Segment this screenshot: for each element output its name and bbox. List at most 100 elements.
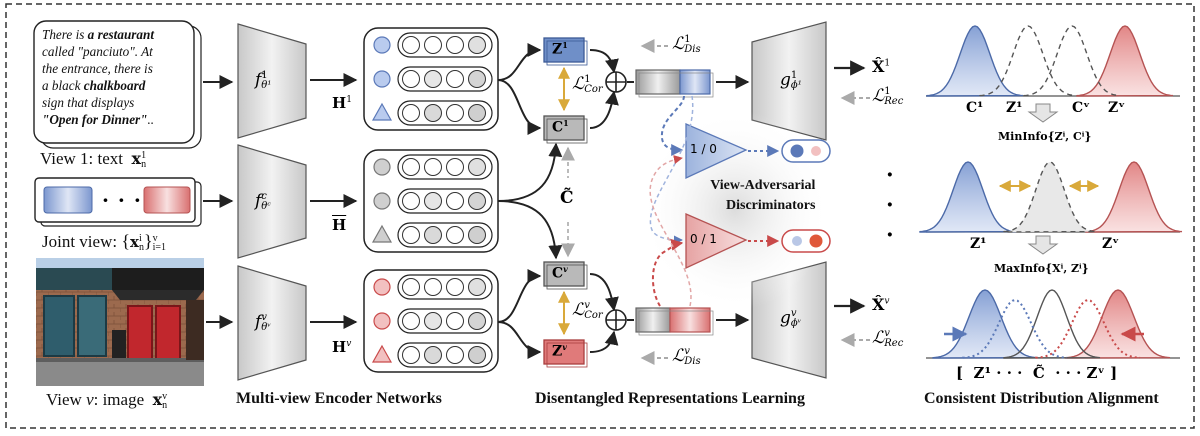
outer-frame — [5, 3, 1195, 429]
matrix-h1-cell — [424, 36, 442, 54]
text-card — [33, 20, 195, 144]
matrix-hbar-cell — [402, 226, 420, 244]
align-label-z1: Z¹ — [1006, 100, 1023, 116]
matrix-hbar-cell — [446, 226, 464, 244]
matrix-hbar-cell — [468, 226, 486, 244]
matrix-hbar-node-1 — [373, 192, 391, 210]
disc-output-1 — [781, 139, 831, 163]
matrix-hv-cell — [468, 278, 486, 296]
panel-mid-curve-2 — [1003, 161, 1097, 233]
discriminator-1 — [685, 123, 748, 180]
matrix-hv-node-1 — [373, 312, 391, 330]
xhatv-label: X̂v — [872, 295, 890, 314]
panel-top-curve-1 — [1076, 25, 1174, 97]
align-bottom-label: [ Z¹ · · · C̃ · · · Zᵛ ] — [956, 364, 1118, 382]
disc-output-2 — [781, 229, 831, 253]
concat-bar-bottom — [635, 307, 714, 336]
matrix-h1-cell — [468, 70, 486, 88]
matrix-hbar-cell — [446, 192, 464, 210]
down-arrow-1 — [1027, 103, 1059, 123]
h1-label: H1 — [332, 94, 352, 112]
minfo-label: MinInfo{Zⁱ, Cⁱ} — [998, 130, 1092, 143]
arrow-hbar-to-c1 — [497, 142, 563, 202]
matrix-hbar-cell — [468, 192, 486, 210]
c1-label: C1 — [552, 118, 569, 136]
matrix-h1-cell — [424, 104, 442, 122]
concat-bar-top — [635, 69, 714, 98]
arrow-h1-to-c1 — [497, 79, 542, 135]
panel-top-curve-0 — [926, 25, 1024, 97]
matrix-hv-cell — [446, 312, 464, 330]
ctilde-label: C̃ — [560, 188, 574, 208]
align-label-c1: C¹ — [966, 100, 984, 116]
cv-box — [543, 261, 585, 287]
encoder-f1 — [237, 23, 307, 139]
matrix-hv-tri — [371, 344, 393, 363]
matrix-h1-cell — [424, 70, 442, 88]
matrix-hv-cell — [424, 346, 442, 364]
joint-blue-chip — [43, 186, 93, 214]
align-label-z1-mid: Z¹ — [970, 236, 987, 252]
zv-box — [543, 339, 585, 365]
matrix-h1-node-0 — [373, 36, 391, 54]
matrix-h1-row-2 — [397, 100, 493, 126]
discriminator-2 — [685, 213, 748, 270]
matrix-hv-cell — [446, 346, 464, 364]
matrix-hbar-cell — [402, 192, 420, 210]
align-label-zv: Zᵛ — [1108, 100, 1126, 116]
joint-ellipsis: · · · — [102, 188, 142, 212]
panel-mid-curve-1 — [1085, 161, 1183, 233]
matrix-hv-cell — [402, 346, 420, 364]
section-disentangled: Disentangled Representations Learning — [535, 390, 805, 407]
matrix-hbar-node-0 — [373, 158, 391, 176]
matrix-h1-cell — [402, 104, 420, 122]
xhat1-label: X̂1 — [872, 57, 891, 76]
z1-label: Z1 — [552, 40, 568, 58]
view-text-card: There is a restaurant called "panciuto".… — [42, 27, 155, 127]
matrix-hbar-row-0 — [397, 154, 493, 180]
matrix-hv-cell — [402, 312, 420, 330]
matrix-h1-cell — [402, 36, 420, 54]
storefront-image — [36, 258, 204, 386]
matrix-hbar-cell — [424, 192, 442, 210]
encoder-fc — [237, 144, 307, 259]
arrow-h1-to-z1 — [497, 43, 542, 81]
section-alignment: Consistent Distribution Alignment — [924, 390, 1159, 407]
matrix-h1-cell — [446, 36, 464, 54]
hbar-label: H — [332, 216, 347, 234]
panel-mid-curve-0 — [919, 161, 1017, 233]
zv-label: Zv — [552, 342, 567, 360]
disc-title: View-Adversarial Discriminators — [710, 178, 816, 213]
panel-bottom-curve-1 — [1065, 289, 1171, 359]
maxinfo-label: MaxInfo{Xⁱ, Zⁱ} — [994, 262, 1089, 275]
matrix-h1-tri — [371, 102, 393, 121]
arrow-hv-to-cv — [497, 269, 542, 323]
arrow-hv-to-zv — [497, 321, 542, 359]
matrix-hbar-cell — [402, 158, 420, 176]
vertical-dots: ··· — [886, 162, 894, 248]
matrix-hbar-cell — [424, 226, 442, 244]
matrix-h1-cell — [402, 70, 420, 88]
matrix-hv-cell — [446, 278, 464, 296]
matrix-hbar-row-1 — [397, 188, 493, 214]
disc1-label: 1 / 0 — [690, 142, 717, 156]
section-encoders: Multi-view Encoder Networks — [236, 390, 442, 407]
matrix-h1-row-0 — [397, 32, 493, 58]
matrix-h1-cell — [468, 36, 486, 54]
matrix-hv-node-0 — [373, 278, 391, 296]
matrix-hv-cell — [468, 312, 486, 330]
matrix-hv-row-1 — [397, 308, 493, 334]
